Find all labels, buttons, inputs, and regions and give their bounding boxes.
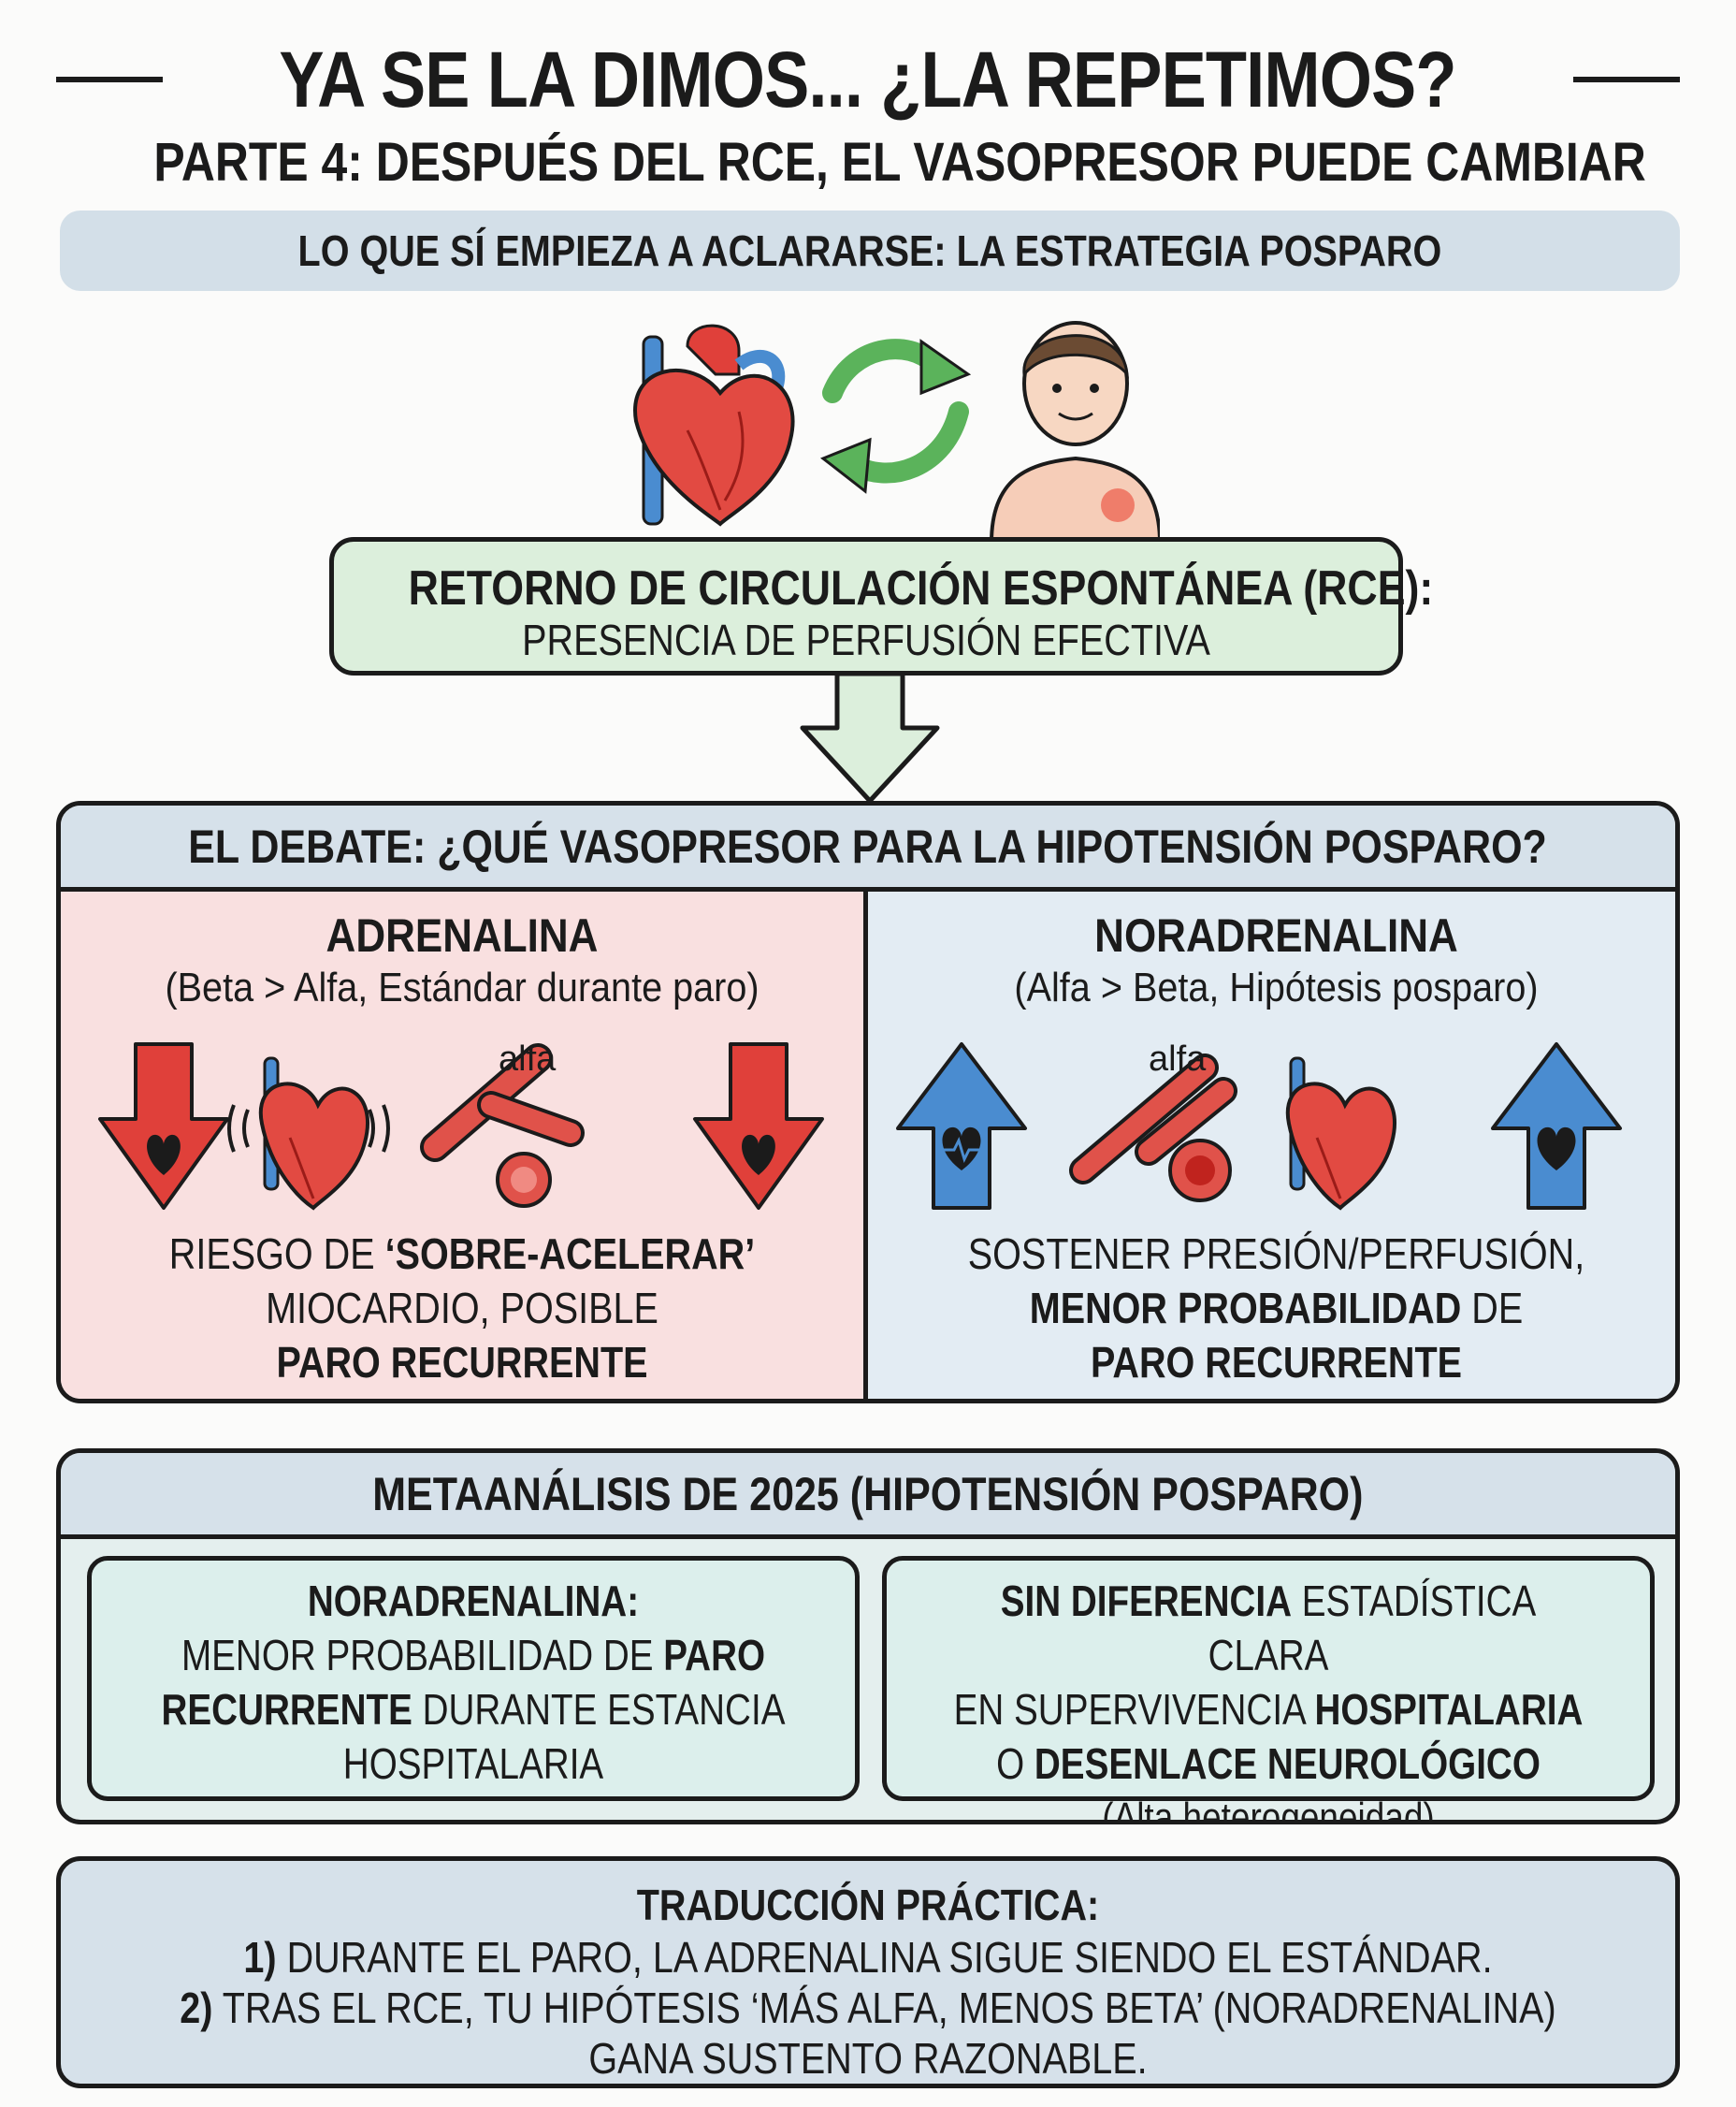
down-arrow-broken-heart-icon [98,1042,229,1210]
practical-line-1: 1) DURANTE EL PARO, LA ADRENALINA SIGUE … [243,1933,1493,1982]
meta-header-text: METAANÁLISIS DE 2025 (HIPOTENSIÓN POSPAR… [372,1467,1364,1520]
meta-header: METAANÁLISIS DE 2025 (HIPOTENSIÓN POSPAR… [61,1453,1675,1539]
racing-heart-icon [227,1056,390,1211]
heart-icon [1285,1056,1396,1211]
practical-line-3: GANA SUSTENTO RAZONABLE. [588,2034,1148,2083]
noradrenalina-title: NORADRENALINA [1094,909,1458,962]
rce-subtitle: PRESENCIA DE PERFUSIÓN EFECTIVA [522,616,1210,664]
adrenalina-description: RIESGO DE ‘SOBRE-ACELERAR’ MIOCARDIO, PO… [168,1229,756,1387]
patient-icon [989,321,1160,543]
meta-card-sin-diferencia-text: SIN DIFERENCIA ESTADÍSTICA CLARA EN SUPE… [953,1577,1584,1824]
debate-header: EL DEBATE: ¿QUÉ VASOPRESOR PARA LA HIPOT… [61,806,1675,892]
noradrenalina-icons [896,1042,1622,1211]
title-rule-left [56,77,164,82]
banner-text: LO QUE SÍ EMPIEZA A ACLARARSE: LA ESTRAT… [297,226,1442,275]
down-arrow-broken-heart-icon [693,1042,824,1210]
alfa-label: alfa [1149,1039,1207,1079]
adrenalina-icons [98,1042,824,1211]
practical-title: TRADUCCIÓN PRÁCTICA: [636,1881,1100,1929]
rce-title: RETORNO DE CIRCULACIÓN ESPONTÁNEA (RCE): [408,561,1434,616]
noradrenalina-description: SOSTENER PRESIÓN/PERFUSIÓN, MENOR PROBAB… [967,1229,1585,1387]
meta-card-noradrenalina: NORADRENALINA: MENOR PROBABILIDAD DE PAR… [87,1556,860,1801]
debate-panel: EL DEBATE: ¿QUÉ VASOPRESOR PARA LA HIPOT… [56,801,1680,1403]
title-rule-right [1572,77,1680,82]
up-arrow-heartbeat-icon [896,1042,1027,1210]
practical-line-2: 2) TRAS EL RCE, TU HIPÓTESIS ‘MÁS ALFA, … [180,1983,1556,2032]
alfa-label: alfa [499,1039,557,1079]
rce-box: RETORNO DE CIRCULACIÓN ESPONTÁNEA (RCE):… [329,537,1434,676]
vessel-icon [420,1043,585,1208]
meta-analysis-panel: METAANÁLISIS DE 2025 (HIPOTENSIÓN POSPAR… [56,1448,1680,1824]
page-title: YA SE LA DIMOS... ¿LA REPETIMOS? [279,35,1457,124]
adrenalina-title: ADRENALINA [326,909,599,962]
noradrenalina-column: NORADRENALINA (Alfa > Beta, Hipótesis po… [868,892,1675,1399]
rce-illustration [633,321,1160,543]
meta-card-sin-diferencia: SIN DIFERENCIA ESTADÍSTICA CLARA EN SUPE… [882,1556,1655,1820]
down-arrow-icon [800,672,940,804]
title-row: YA SE LA DIMOS... ¿LA REPETIMOS? [56,28,1680,131]
debate-header-text: EL DEBATE: ¿QUÉ VASOPRESOR PARA LA HIPOT… [188,820,1548,873]
page-subtitle: PARTE 4: DESPUÉS DEL RCE, EL VASOPRESOR … [153,132,1646,193]
noradrenalina-subtitle: (Alfa > Beta, Hipótesis posparo) [1014,965,1539,1010]
vessel-icon [1069,1054,1237,1202]
heart-icon [633,324,795,527]
up-arrow-heart-icon [1491,1042,1622,1210]
meta-card-noradrenalina-text: NORADRENALINA: MENOR PROBABILIDAD DE PAR… [161,1577,786,1788]
banner: LO QUE SÍ EMPIEZA A ACLARARSE: LA ESTRAT… [60,211,1680,291]
practical-panel: TRADUCCIÓN PRÁCTICA: 1) DURANTE EL PARO,… [56,1856,1680,2088]
adrenalina-column: ADRENALINA (Beta > Alfa, Estándar durant… [61,892,868,1399]
adrenalina-subtitle: (Beta > Alfa, Estándar durante paro) [165,965,760,1010]
